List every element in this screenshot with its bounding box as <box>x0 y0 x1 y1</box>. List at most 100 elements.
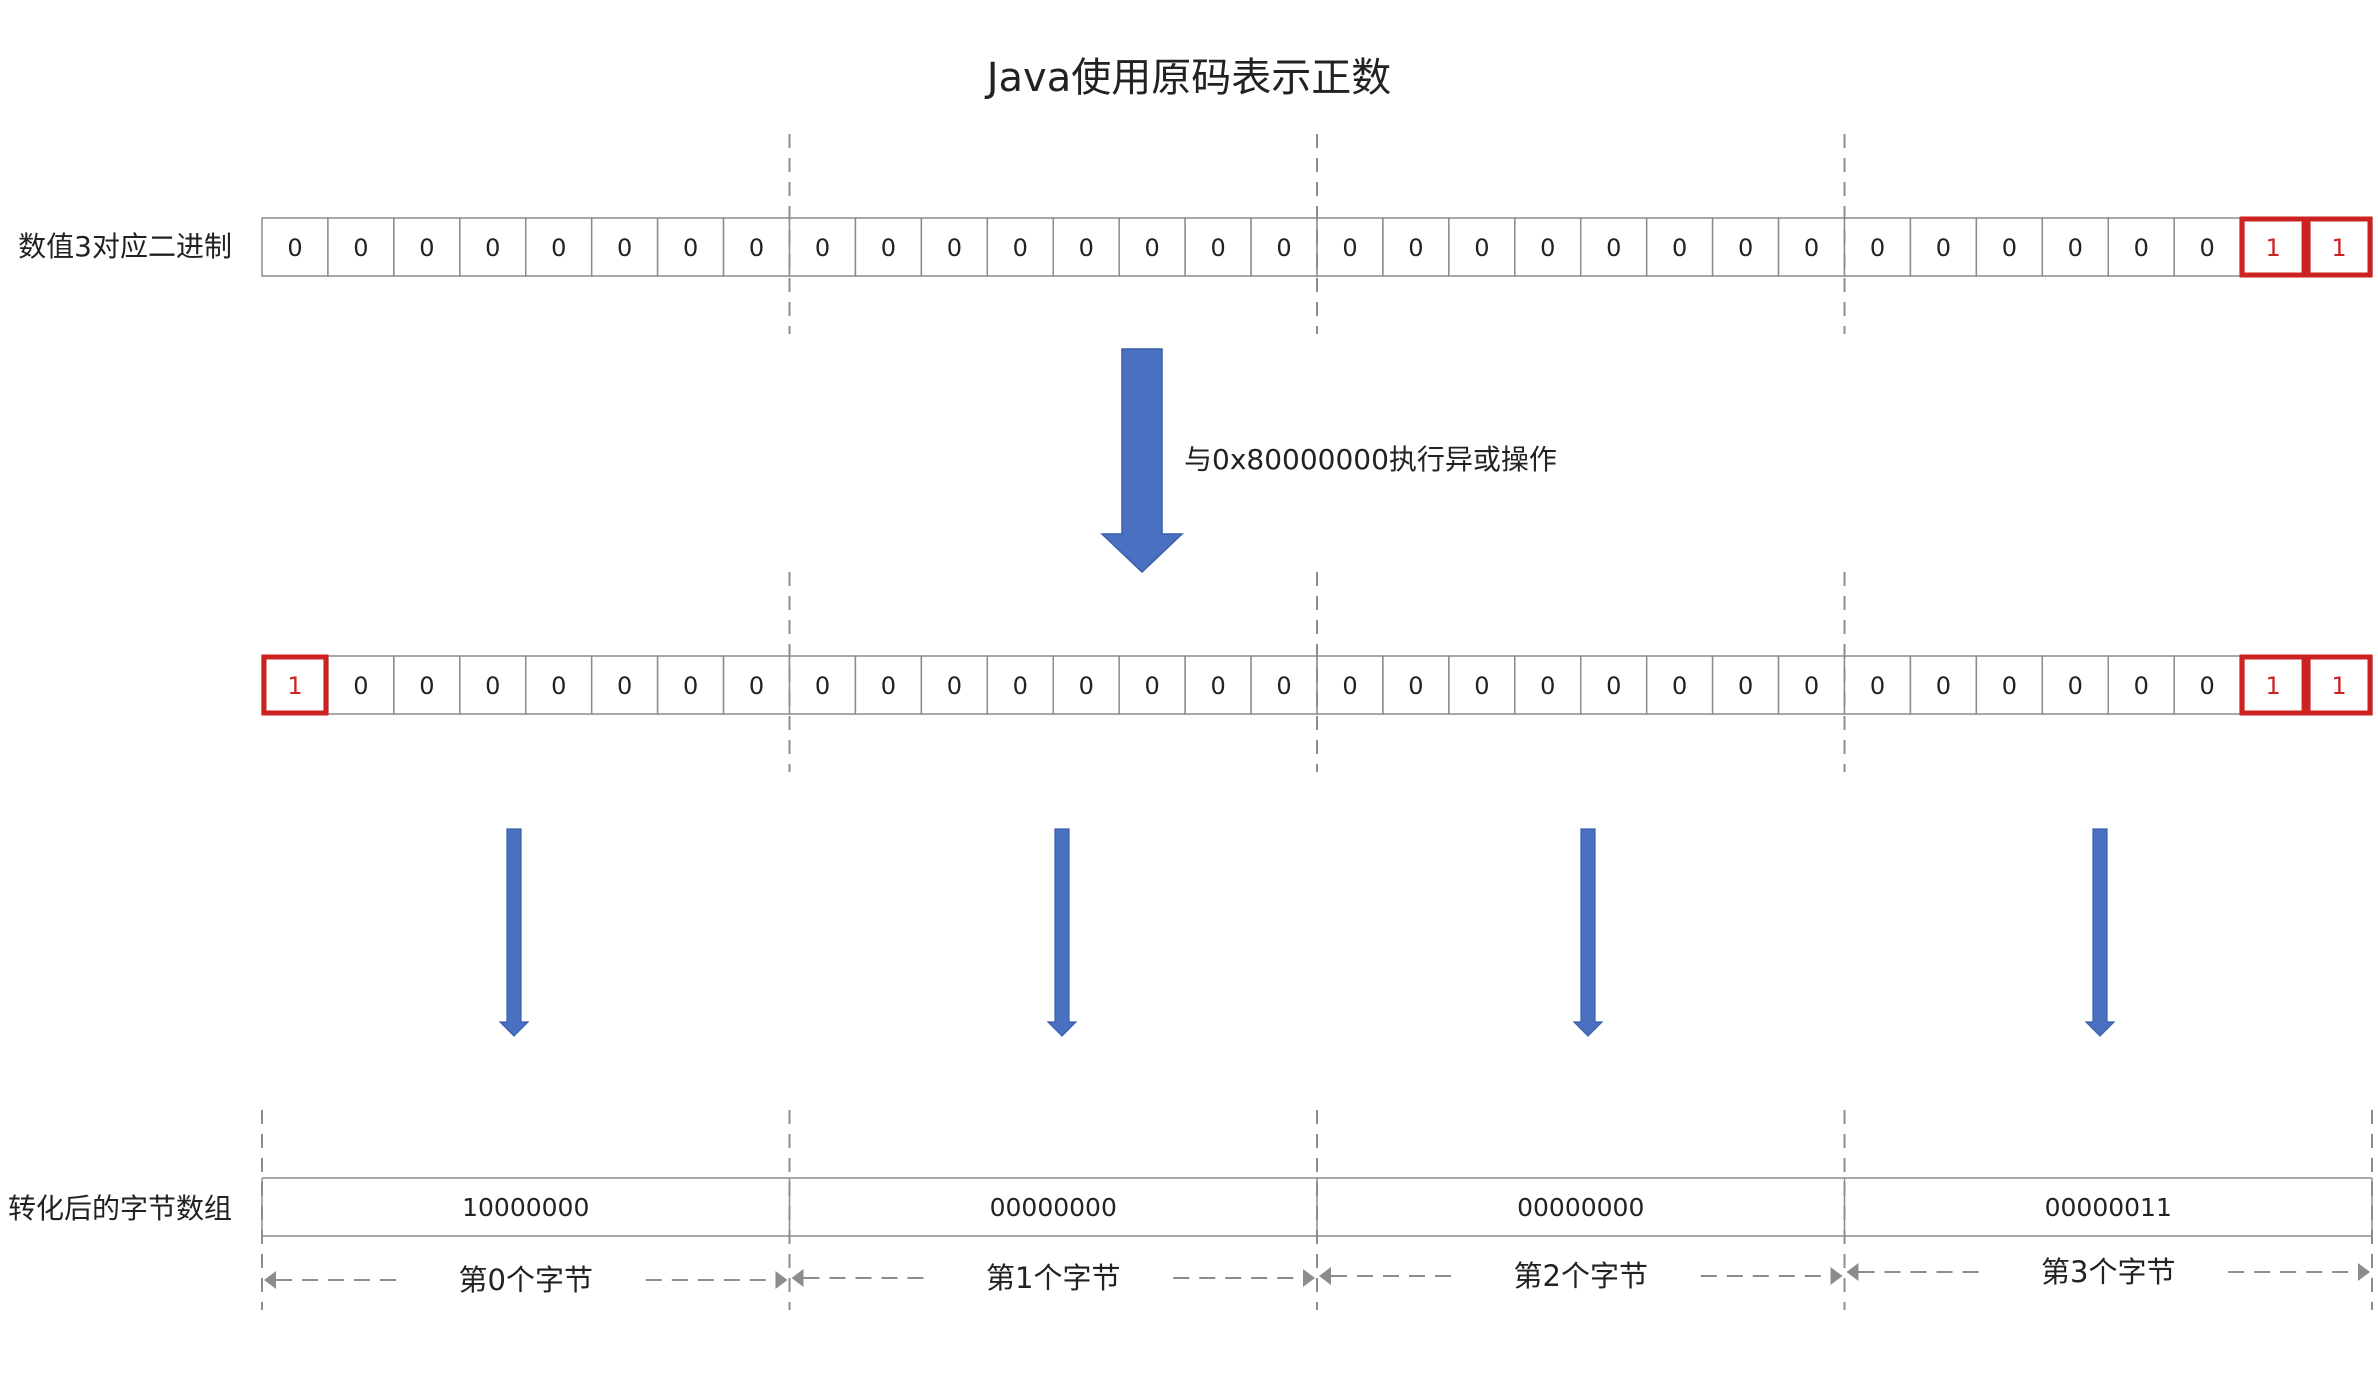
bit-value: 0 <box>1408 672 1423 700</box>
bit-cell <box>1448 217 1516 277</box>
bit-cell <box>2173 655 2241 715</box>
bit-cell <box>1184 655 1252 715</box>
bit-value: 0 <box>617 234 632 262</box>
bit-value: 0 <box>683 672 698 700</box>
bit-cell <box>1118 217 1186 277</box>
bit-cell <box>788 217 857 277</box>
bit-value: 0 <box>1210 672 1225 700</box>
arrow-down-icon <box>1046 828 1078 1037</box>
bit-cell <box>1777 655 1846 715</box>
bit-value: 0 <box>749 672 764 700</box>
byte-spans: 第0个字节第1个字节第2个字节第3个字节 <box>264 1255 2370 1297</box>
byte-label: 第0个字节 <box>459 1263 593 1297</box>
bit-cell <box>590 655 659 715</box>
bit-value: 1 <box>2265 234 2280 262</box>
bit-value: 0 <box>1079 672 1094 700</box>
byte-label: 第3个字节 <box>2041 1255 2175 1289</box>
bit-cell <box>1843 217 1912 277</box>
bit-value: 0 <box>1672 234 1687 262</box>
arrow-down-icon <box>498 828 530 1037</box>
arrow-right-icon <box>2358 1263 2370 1281</box>
bit-cell <box>261 655 329 715</box>
bit-cell <box>1514 655 1582 715</box>
bit-cell <box>920 655 989 715</box>
bit-value: 0 <box>1672 672 1687 700</box>
bit-cell <box>1711 655 1780 715</box>
bit-cell <box>1382 217 1450 277</box>
bit-value: 0 <box>1804 672 1819 700</box>
bit-value: 0 <box>1870 672 1885 700</box>
bit-cell <box>1382 655 1450 715</box>
bit-cell <box>1118 655 1186 715</box>
bit-cell <box>986 217 1054 277</box>
bit-value: 0 <box>1606 672 1621 700</box>
bit-cell <box>854 655 923 715</box>
bit-value: 0 <box>1276 672 1291 700</box>
bit-value: 0 <box>1540 672 1555 700</box>
bit-value: 0 <box>1936 234 1951 262</box>
arrow-right-icon <box>775 1271 788 1289</box>
byte-label: 第2个字节 <box>1514 1259 1648 1293</box>
bit-value: 0 <box>815 234 830 262</box>
bit-cell <box>525 655 593 715</box>
arrow-left-icon <box>1319 1267 1331 1285</box>
bit-cell <box>1975 217 2044 277</box>
bit-cell <box>1580 655 1648 715</box>
bit-cell <box>459 655 527 715</box>
bit-cell <box>1250 655 1318 715</box>
bit-value: 0 <box>1738 234 1753 262</box>
bit-value: 0 <box>881 672 896 700</box>
bit-value: 1 <box>287 672 302 700</box>
bit-value: 0 <box>419 672 434 700</box>
bit-value: 0 <box>485 672 500 700</box>
bit-cell <box>1711 217 1780 277</box>
highlight-box <box>2305 654 2373 716</box>
bit-value: 0 <box>353 672 368 700</box>
bit-value: 0 <box>2200 234 2215 262</box>
bit-cell <box>1316 217 1384 277</box>
bit-value: 0 <box>1606 234 1621 262</box>
row1-label: 数值3对应二进制 <box>18 230 232 263</box>
arrow-right-icon <box>1303 1269 1315 1287</box>
highlight-box <box>2305 216 2373 278</box>
bit-value: 0 <box>551 672 566 700</box>
byte-value: 00000011 <box>2045 1193 2172 1222</box>
bit-cell <box>1909 217 1978 277</box>
bit-cell <box>1514 217 1582 277</box>
row1-dividers <box>788 134 1846 334</box>
bit-value: 0 <box>2134 672 2149 700</box>
bit-value: 0 <box>1342 672 1357 700</box>
byte-value: 10000000 <box>462 1193 589 1222</box>
bit-cell <box>393 217 461 277</box>
bit-value: 0 <box>353 234 368 262</box>
bit-value: 0 <box>617 672 632 700</box>
bit-value: 0 <box>1276 234 1291 262</box>
bit-cell <box>1645 217 1714 277</box>
bit-value: 0 <box>1804 234 1819 262</box>
bit-cell <box>656 655 725 715</box>
bit-value: 0 <box>2068 672 2083 700</box>
bit-cell <box>722 217 791 277</box>
byte-arrows <box>498 828 2116 1037</box>
arrow-left-icon <box>264 1271 276 1289</box>
bit-value: 0 <box>1408 234 1423 262</box>
arrow-left-icon <box>1846 1263 1859 1281</box>
bit-cell <box>1645 655 1714 715</box>
bit-value: 1 <box>2265 672 2280 700</box>
diagram-title: Java使用原码表示正数 <box>984 55 1392 101</box>
bit-cell <box>1777 217 1846 277</box>
bit-cell <box>1909 655 1978 715</box>
bit-value: 0 <box>1936 672 1951 700</box>
bit-value: 0 <box>1145 672 1160 700</box>
bit-value: 0 <box>1474 234 1489 262</box>
bit-value: 0 <box>2068 234 2083 262</box>
bit-value: 0 <box>2002 234 2017 262</box>
bit-value: 0 <box>485 234 500 262</box>
arrow-down-icon <box>1100 348 1184 574</box>
bit-value: 0 <box>419 234 434 262</box>
arrow-down-icon <box>2084 828 2116 1037</box>
bit-cell <box>2041 655 2109 715</box>
highlight-box <box>2239 216 2307 278</box>
